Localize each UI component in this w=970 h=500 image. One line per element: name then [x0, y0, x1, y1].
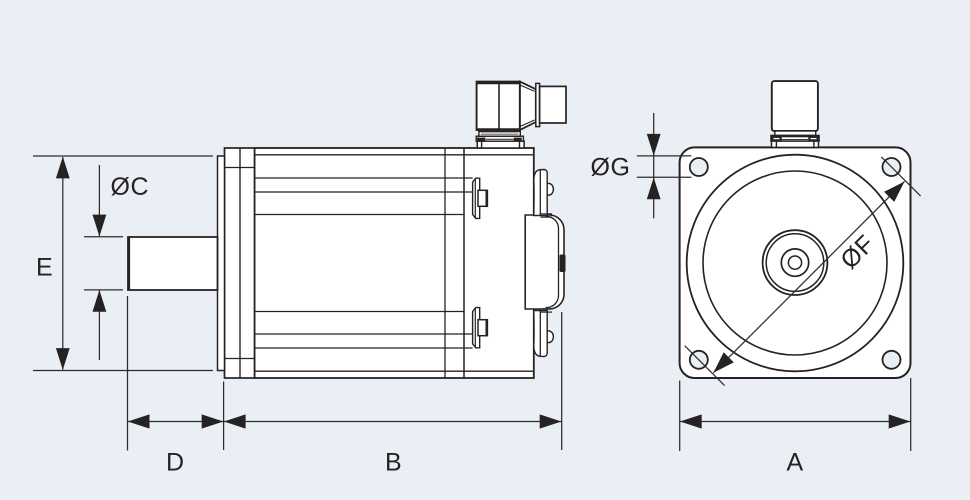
- svg-text:D: D: [166, 448, 185, 476]
- svg-text:E: E: [36, 253, 53, 281]
- svg-text:A: A: [787, 449, 804, 477]
- svg-text:B: B: [385, 448, 402, 476]
- svg-text:ØC: ØC: [111, 173, 150, 201]
- svg-text:ØG: ØG: [591, 153, 631, 181]
